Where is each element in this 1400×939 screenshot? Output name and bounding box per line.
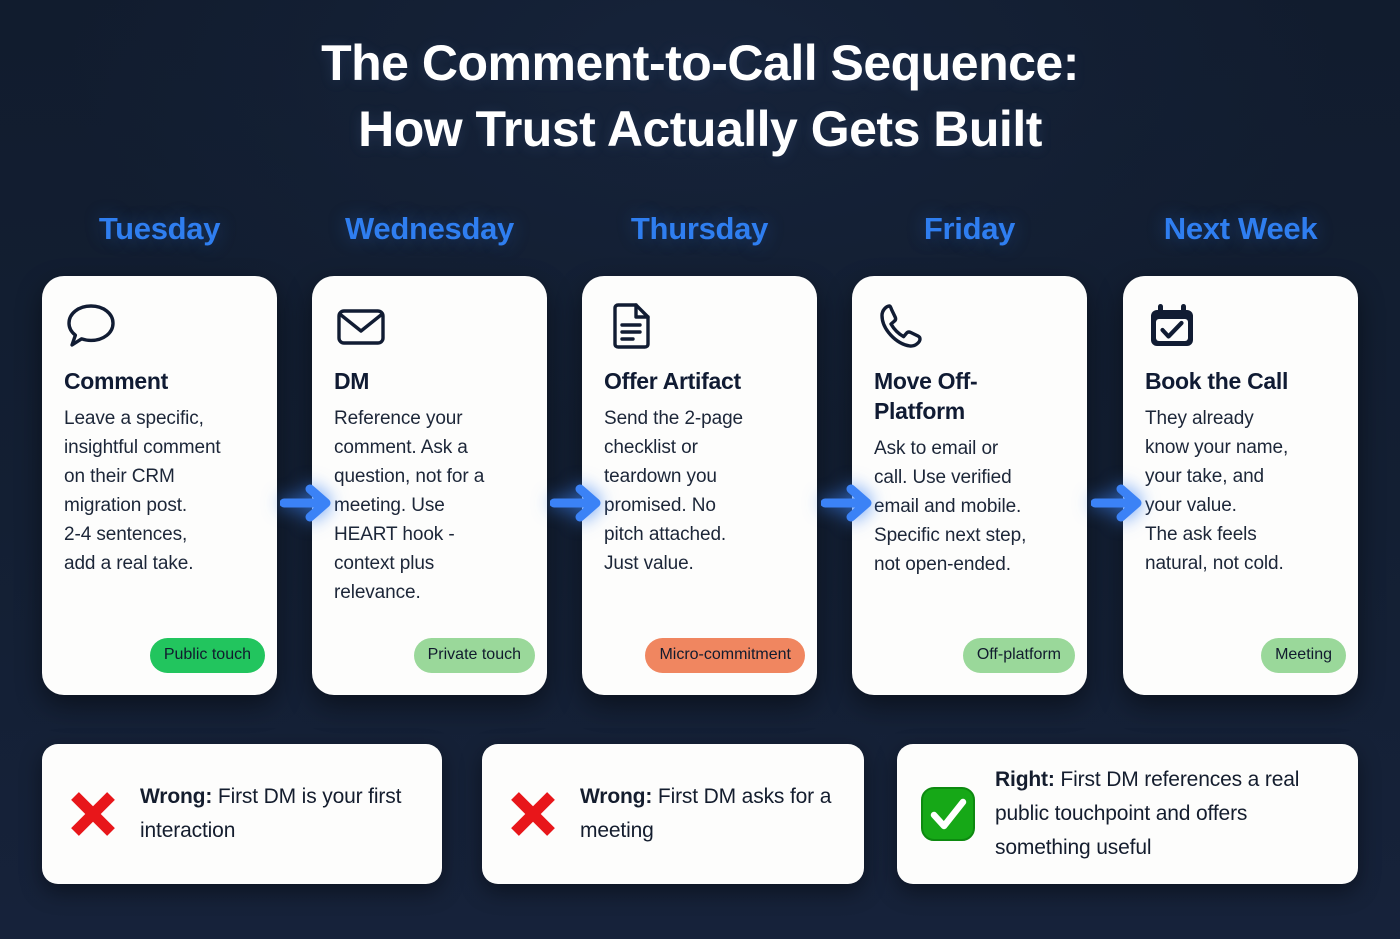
badge-row: Public touch (149, 638, 265, 673)
arrow-right-icon (550, 481, 606, 525)
step-card-dm[interactable]: DM Reference your comment. Ask a questio… (312, 276, 547, 695)
day-label-next-week: Next Week (1163, 211, 1318, 246)
title-line-1: The Comment-to-Call Sequence: (321, 35, 1079, 91)
document-icon (604, 300, 795, 356)
step-title: Move Off-Platform (874, 368, 978, 424)
step-card-move-off-platform[interactable]: Move Off-Platform Ask to email or call. … (852, 276, 1087, 695)
status-badge: Meeting (1261, 638, 1346, 673)
green-check-icon (919, 785, 977, 843)
step-title: DM (334, 368, 370, 394)
step-title: Offer Artifact (604, 368, 741, 394)
day-label-tuesday: Tuesday (98, 211, 221, 246)
step-title: Book the Call (1145, 368, 1289, 394)
step-column-book-the-call: Next Week Book the Call They already kno… (1123, 210, 1358, 695)
step-column-dm: Wednesday DM Reference your comment. Ask… (312, 210, 547, 695)
takeaway-body: First DM references a real public touchp… (995, 768, 1300, 859)
takeaway-card-wrong-2[interactable]: Wrong: First DM asks for a meeting (482, 744, 864, 884)
step-card-offer-artifact[interactable]: Offer Artifact Send the 2-page checklist… (582, 276, 817, 695)
badge-row: Meeting (1261, 638, 1346, 673)
takeaway-text: Wrong: First DM is your first interactio… (140, 780, 420, 848)
takeaway-lead: Right: (995, 768, 1055, 791)
step-card-book-the-call[interactable]: Book the Call They already know your nam… (1123, 276, 1358, 695)
step-column-move-off-platform: Friday Move Off-Platform Ask to email or… (852, 210, 1087, 695)
envelope-icon (334, 300, 525, 356)
red-x-icon (504, 785, 562, 843)
step-body: Send the 2-page checklist or teardown yo… (604, 408, 744, 574)
day-label-thursday: Thursday (630, 211, 769, 246)
step-column-offer-artifact: Thursday Offer Artifact Send the 2-page … (582, 210, 817, 695)
step-body: They already know your name, your take, … (1145, 408, 1289, 574)
speech-bubble-icon (64, 300, 255, 356)
takeaway-row: Wrong: First DM is your first interactio… (42, 744, 1358, 884)
badge-row: Private touch (413, 638, 535, 673)
step-column-comment: Tuesday Comment Leave a specific, insigh… (42, 210, 277, 695)
status-badge: Off-platform (962, 638, 1075, 673)
takeaway-card-right[interactable]: Right: First DM references a real public… (897, 744, 1358, 884)
day-label-friday: Friday (923, 211, 1016, 246)
day-label-wednesday: Wednesday (344, 211, 514, 246)
takeaway-body: First DM is your first interaction (140, 785, 402, 842)
badge-row: Micro-commitment (645, 638, 805, 673)
step-card-comment[interactable]: Comment Leave a specific, insightful com… (42, 276, 277, 695)
phone-icon (874, 300, 1065, 356)
sequence-timeline: Tuesday Comment Leave a specific, insigh… (42, 210, 1358, 695)
badge-row: Off-platform (962, 638, 1075, 673)
takeaway-text: Wrong: First DM asks for a meeting (580, 780, 842, 848)
takeaway-body: First DM asks for a meeting (580, 785, 832, 842)
step-body: Leave a specific, insightful comment on … (64, 408, 221, 574)
arrow-right-icon (821, 481, 877, 525)
page-title: The Comment-to-Call Sequence: How Trust … (0, 30, 1400, 162)
takeaway-lead: Wrong: (140, 785, 213, 808)
takeaway-lead: Wrong: (580, 785, 653, 808)
step-title: Comment (64, 368, 168, 394)
status-badge: Public touch (149, 638, 265, 673)
step-body: Ask to email or call. Use verified email… (874, 438, 1027, 575)
title-line-2: How Trust Actually Gets Built (358, 101, 1042, 157)
calendar-check-icon (1145, 300, 1336, 356)
takeaway-text: Right: First DM references a real public… (995, 763, 1336, 865)
step-body: Reference your comment. Ask a question, … (334, 408, 485, 603)
status-badge: Private touch (413, 638, 535, 673)
arrow-right-icon (1091, 481, 1147, 525)
red-x-icon (64, 785, 122, 843)
arrow-right-icon (280, 481, 336, 525)
takeaway-card-wrong-1[interactable]: Wrong: First DM is your first interactio… (42, 744, 442, 884)
status-badge: Micro-commitment (645, 638, 805, 673)
